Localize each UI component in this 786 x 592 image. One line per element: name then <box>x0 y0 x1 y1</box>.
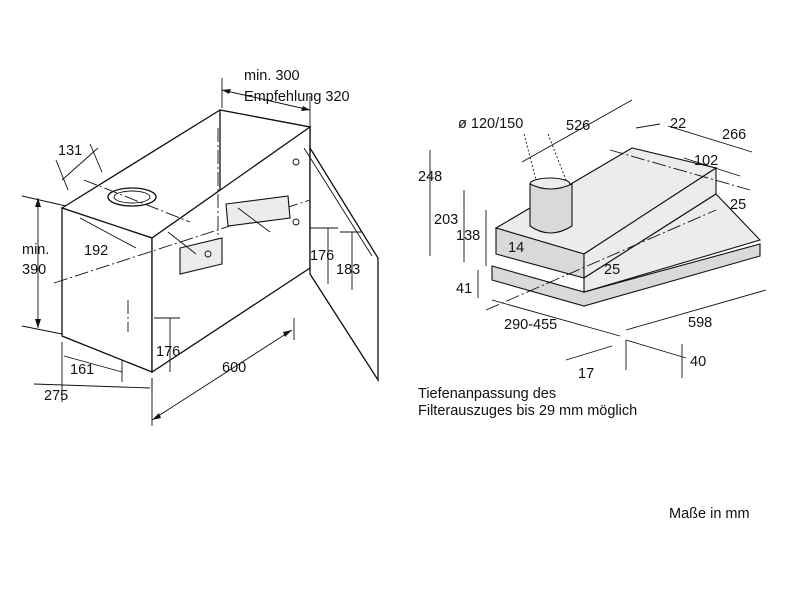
dim-161: 161 <box>70 362 94 378</box>
dim-275: 275 <box>44 388 68 404</box>
dim-min-300: min. 300 <box>244 68 300 84</box>
dim-40: 40 <box>690 354 706 370</box>
dim-diameter: ø 120/150 <box>458 116 523 132</box>
dim-176-door: 176 <box>310 248 334 264</box>
units-label: Maße in mm <box>669 506 750 522</box>
dim-203: 203 <box>434 212 458 228</box>
dim-25-top: 25 <box>730 197 746 213</box>
dim-41: 41 <box>456 281 472 297</box>
note-line-1: Tiefenanpassung des <box>418 386 556 402</box>
dim-17: 17 <box>578 366 594 382</box>
dim-600: 600 <box>222 360 246 376</box>
duct-opening <box>107 187 157 207</box>
dim-598: 598 <box>688 315 712 331</box>
dim-290-455: 290-455 <box>504 317 557 333</box>
dim-empfehlung-320: Empfehlung 320 <box>244 89 350 105</box>
dim-526: 526 <box>566 118 590 134</box>
mounting-bracket <box>225 195 291 227</box>
dim-176-bottom: 176 <box>156 344 180 360</box>
dim-266: 266 <box>722 127 746 143</box>
mounting-bracket-lower <box>179 237 223 275</box>
dim-192: 192 <box>84 243 108 259</box>
dim-102: 102 <box>694 153 718 169</box>
hood-drawing: ø 120/150 526 22 266 102 25 248 203 138 … <box>418 99 767 382</box>
note-line-2: Filterauszuges bis 29 mm möglich <box>418 403 637 419</box>
dim-390: 390 <box>22 262 46 278</box>
dim-131: 131 <box>58 143 82 159</box>
dim-min-label: min. <box>22 242 49 258</box>
dim-183: 183 <box>336 262 360 278</box>
dim-138: 138 <box>456 228 480 244</box>
dim-22: 22 <box>670 116 686 132</box>
duct-spigot <box>529 183 573 234</box>
filter-tray-top <box>583 193 762 293</box>
dim-25-mid: 25 <box>604 262 620 278</box>
cabinet-door <box>309 145 379 383</box>
dim-14: 14 <box>508 240 524 256</box>
wall-cabinet-drawing: min. 300 Empfehlung 320 131 192 min. 390… <box>21 68 379 426</box>
